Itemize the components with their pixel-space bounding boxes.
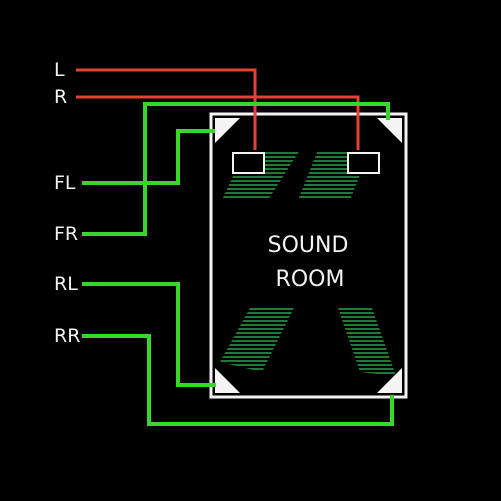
surround-wires (82, 102, 394, 426)
label-front-right: FR (54, 223, 78, 245)
speaker-rear-left (215, 368, 240, 393)
stereo-wires (76, 68, 360, 150)
sound-pattern-rear-right (338, 308, 396, 376)
speaker-rear-right (377, 368, 402, 393)
wire-front-right (82, 102, 390, 236)
label-rear-right: RR (54, 325, 80, 347)
room-title-line2: ROOM (276, 267, 345, 292)
label-front-left: FL (54, 172, 76, 194)
speaker-front-left (215, 118, 240, 143)
wire-rear-right (82, 334, 394, 426)
speaker-front-right (377, 118, 402, 143)
sound-pattern-rear-left (220, 308, 294, 372)
room-title-line1: SOUND (268, 233, 349, 258)
room-outline (209, 112, 408, 399)
front-left-speaker-box (232, 152, 265, 174)
front-right-speaker-box (347, 152, 380, 174)
wire-left (76, 68, 257, 150)
wire-rear-left (82, 282, 216, 387)
label-rear-left: RL (54, 273, 78, 295)
label-right: R (54, 86, 67, 108)
wire-right (76, 95, 360, 150)
input-labels: L R FL FR RL RR (54, 59, 80, 347)
label-left: L (54, 59, 65, 81)
sound-pattern (220, 150, 396, 376)
wire-front-left (82, 129, 215, 185)
